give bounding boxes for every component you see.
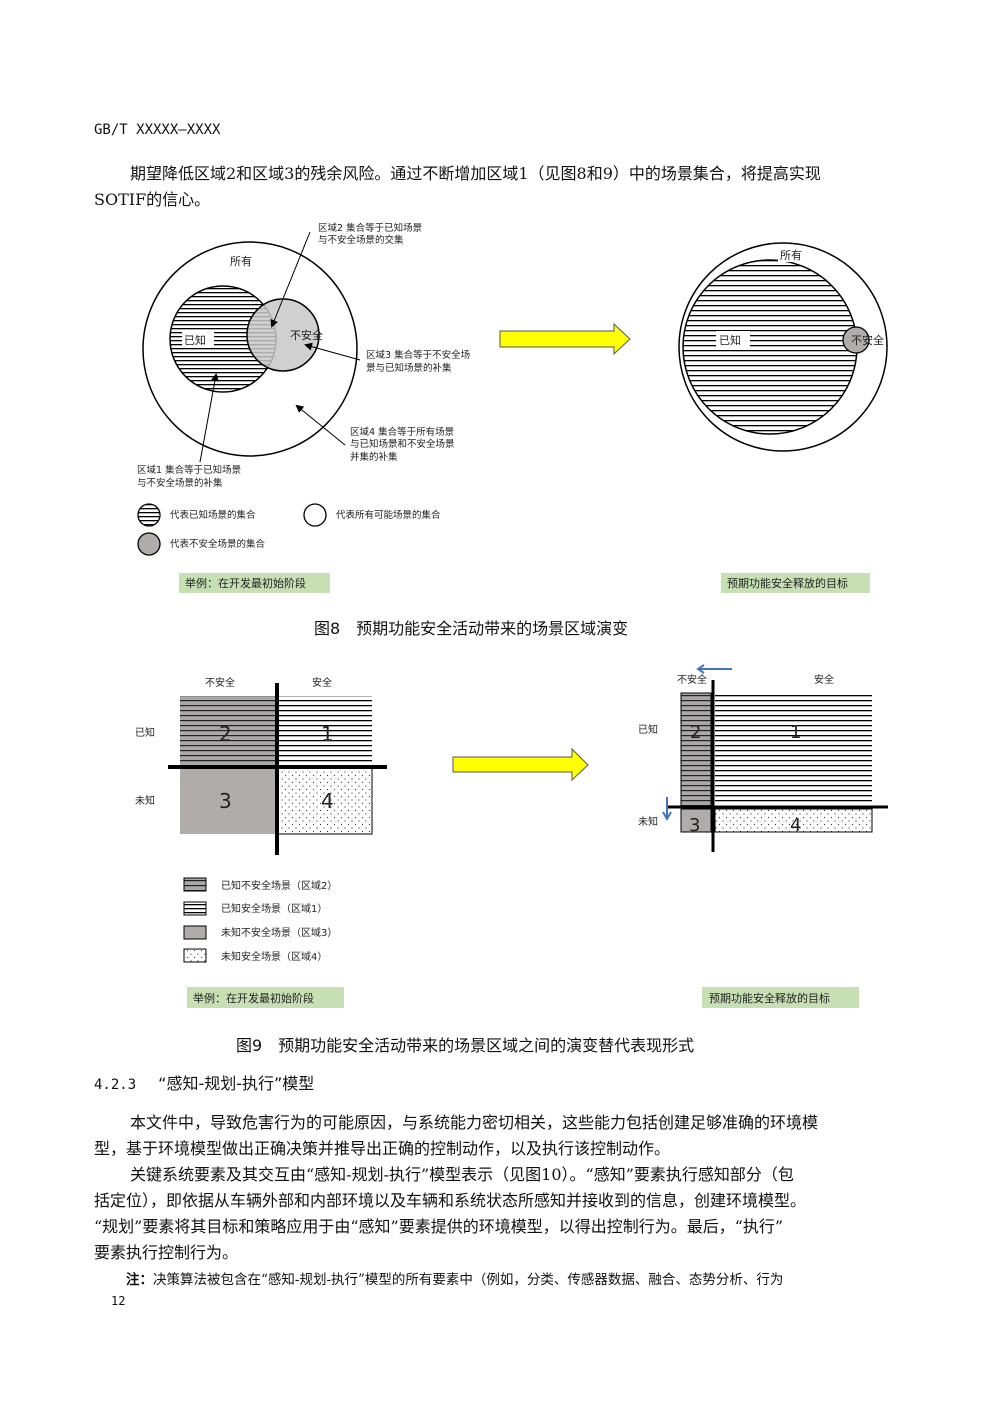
svg-text:不安全: 不安全 [677, 673, 707, 686]
svg-text:1: 1 [790, 722, 801, 743]
paragraph-line: 括定位），即依据从车辆外部和内部环境以及车辆和系统状态所感知并接收到的信息，创建… [94, 1191, 807, 1210]
svg-text:4: 4 [321, 789, 334, 813]
release-target-tag [721, 573, 870, 593]
svg-text:区域2 集合等于已知场景: 区域2 集合等于已知场景 [318, 222, 422, 234]
svg-text:区域1 集合等于已知场景: 区域1 集合等于已知场景 [137, 464, 241, 476]
known-label: 已知 [184, 333, 206, 347]
svg-text:代表所有可能场景的集合: 代表所有可能场景的集合 [336, 509, 441, 521]
note: 注：决策算法被包含在“感知-规划-执行”模型的所有要素中（例如，分类、传感器数据… [126, 1270, 783, 1290]
evolution-arrow [499, 322, 631, 356]
svg-text:预期功能安全释放的目标: 预期功能安全释放的目标 [709, 991, 830, 1005]
svg-text:预期功能安全释放的目标: 预期功能安全释放的目标 [727, 576, 848, 590]
figure-9-caption: 图9 预期功能安全活动带来的场景区域之间的演变替代表现形式 [236, 1036, 695, 1055]
intro-line-1: 期望降低区域2和区域3的残余风险。通过不断增加区域1（见图8和9）中的场景集合，… [130, 164, 821, 183]
paragraph-line: 要素执行控制行为。 [94, 1243, 239, 1262]
all-label: 所有 [230, 254, 252, 268]
svg-text:未知安全场景（区域4）: 未知安全场景（区域4） [221, 950, 327, 963]
note-label: 注： [126, 1272, 153, 1288]
svg-text:3: 3 [219, 789, 232, 813]
svg-text:3: 3 [689, 815, 700, 836]
figure9-legend: 已知不安全场景（区域2） 已知安全场景（区域1） 未知不安全场景（区域3） 未知… [183, 877, 337, 963]
svg-text:已知安全场景（区域1）: 已知安全场景（区域1） [221, 902, 327, 915]
svg-text:不安全: 不安全 [205, 676, 235, 689]
section-heading: 4.2.3 “感知-规划-执行”模型 [94, 1074, 314, 1095]
note-text: 决策算法被包含在“感知-规划-执行”模型的所有要素中（例如，分类、传感器数据、融… [153, 1272, 784, 1288]
svg-text:景与已知场景的补集: 景与已知场景的补集 [366, 362, 452, 374]
svg-text:举例：在开发最初始阶段: 举例：在开发最初始阶段 [185, 576, 306, 590]
svg-text:举例：在开发最初始阶段: 举例：在开发最初始阶段 [193, 991, 314, 1005]
svg-text:不安全: 不安全 [851, 333, 884, 347]
svg-text:与不安全场景的补集: 与不安全场景的补集 [137, 477, 223, 489]
svg-text:已知: 已知 [719, 333, 741, 347]
svg-text:区域3 集合等于不安全场: 区域3 集合等于不安全场 [366, 349, 470, 361]
figure8-legend: 代表已知场景的集合 代表所有可能场景的集合 代表不安全场景的集合 [137, 503, 441, 556]
evolution-arrow-2 [452, 747, 589, 782]
venn-target: 所有 已知 不安全 预期功能安全释放的目标 [678, 242, 888, 593]
svg-text:并集的补集: 并集的补集 [350, 451, 398, 463]
intro-line-2: SOTIF的信心。 [94, 190, 211, 209]
paragraph-line: 关键系统要素及其交互由“感知-规划-执行”模型表示（见图10）。“感知”要素执行… [130, 1165, 794, 1184]
svg-text:2: 2 [690, 722, 701, 743]
paragraph-line: 型，基于环境模型做出正确决策并推导出正确的控制动作，以及执行该控制动作。 [94, 1139, 671, 1158]
svg-text:已知不安全场景（区域2）: 已知不安全场景（区域2） [221, 879, 337, 892]
svg-text:1: 1 [321, 722, 334, 746]
svg-text:安全: 安全 [814, 673, 834, 686]
svg-text:已知: 已知 [135, 726, 155, 739]
document-id-header: GB/T XXXXX—XXXX [94, 122, 221, 138]
svg-text:区域4 集合等于所有场景: 区域4 集合等于所有场景 [350, 426, 454, 438]
svg-text:安全: 安全 [312, 676, 332, 689]
paragraph-line: “规划”要素将其目标和策略应用于由“感知”要素提供的环境模型，以得出控制行为。最… [94, 1217, 784, 1236]
svg-text:与不安全场景的交集: 与不安全场景的交集 [318, 234, 404, 246]
figure-8-caption: 图8 预期功能安全活动带来的场景区域演变 [314, 619, 629, 638]
svg-text:代表已知场景的集合: 代表已知场景的集合 [170, 509, 256, 521]
svg-text:4: 4 [790, 815, 801, 836]
svg-text:未知: 未知 [135, 794, 155, 807]
svg-text:所有: 所有 [780, 248, 802, 262]
svg-text:代表不安全场景的集合: 代表不安全场景的集合 [170, 538, 266, 550]
svg-text:已知: 已知 [638, 723, 658, 736]
unsafe-label: 不安全 [290, 328, 323, 342]
svg-text:与已知场景和不安全场景: 与已知场景和不安全场景 [350, 438, 455, 450]
page-number: 12 [111, 1294, 126, 1308]
svg-text:未知: 未知 [638, 815, 658, 828]
svg-text:2: 2 [219, 722, 232, 746]
initial-stage-tag [179, 573, 330, 593]
section-number: 4.2.3 [94, 1077, 137, 1093]
section-title: “感知-规划-执行”模型 [158, 1074, 315, 1093]
paragraph-line: 本文件中，导致危害行为的可能原因，与系统能力密切相关，这些能力包括创建足够准确的… [130, 1113, 819, 1132]
svg-text:未知不安全场景（区域3）: 未知不安全场景（区域3） [221, 926, 337, 939]
